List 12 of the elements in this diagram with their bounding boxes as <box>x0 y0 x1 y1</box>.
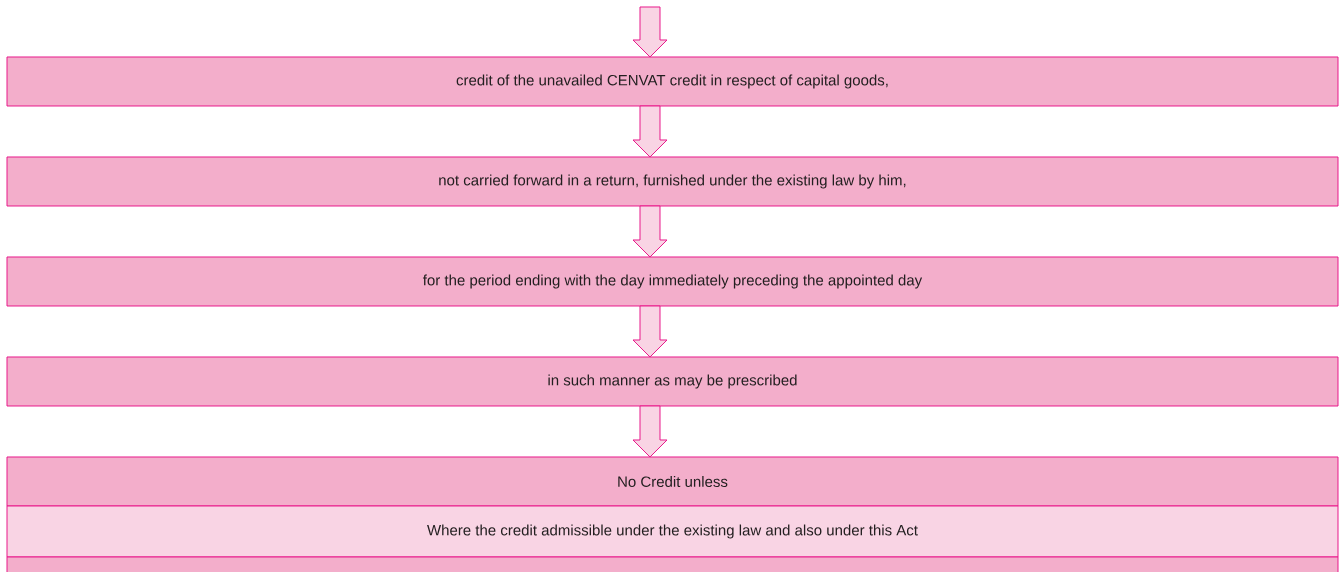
block-arrow <box>632 205 668 258</box>
block-arrow <box>632 105 668 158</box>
block-arrow <box>632 405 668 458</box>
empty-box <box>6 556 1339 572</box>
text-box: for the period ending with the day immediately preceding the appointed day <box>6 256 1339 307</box>
text-box: credit of the unavailed CENVAT credit in respect of capital goods, <box>6 56 1339 107</box>
block-arrow <box>632 305 668 358</box>
text-box: No Credit unless <box>6 456 1339 507</box>
text-box: not carried forward in a return, furnished under the existing law by him, <box>6 156 1339 207</box>
text-box: Where the credit admissible under the existing law and also under this Act <box>6 505 1339 558</box>
block-arrow <box>632 6 668 58</box>
text-box: in such manner as may be prescribed <box>6 356 1339 407</box>
